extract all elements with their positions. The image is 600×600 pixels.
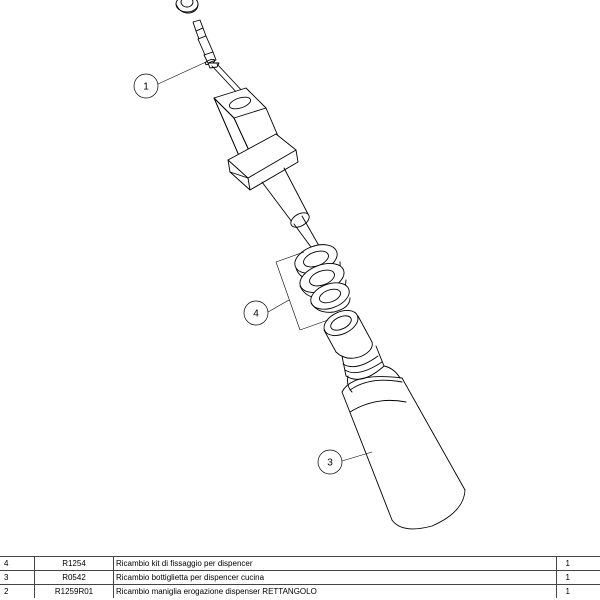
row-code: R0542	[34, 570, 114, 585]
row-quantity: 1	[556, 584, 600, 598]
row-position: 3	[0, 570, 35, 585]
row-description: Ricambio bottiglietta per dispencer cuci…	[113, 570, 557, 585]
row-position: 4	[0, 556, 35, 571]
callout-1	[133, 61, 207, 99]
callout-4	[243, 251, 329, 331]
row-code: R1259R01	[34, 584, 114, 598]
row-quantity: 1	[556, 570, 600, 585]
parts-list-table: 4 R1254 Ricambio kit di fissaggio per di…	[0, 556, 600, 598]
top-cap-part	[175, 0, 199, 14]
threaded-collar-part	[323, 310, 385, 380]
row-description: Ricambio maniglia erogazione dispenser R…	[113, 584, 557, 598]
callout-3	[317, 449, 373, 475]
callout-4-label: 4	[253, 309, 259, 320]
handle-sleeve-part	[213, 87, 299, 191]
parts-list-row: 2 R1259R01 Ricambio maniglia erogazione …	[0, 584, 600, 598]
row-description: Ricambio kit di fissaggio per dispencer	[113, 556, 557, 571]
row-position: 2	[0, 584, 35, 598]
fixing-ring-lower	[310, 282, 351, 313]
row-code: R1254	[34, 556, 114, 571]
row-quantity: 1	[556, 556, 600, 571]
callout-1-label: 1	[143, 82, 149, 93]
exploded-view-drawing: 1 4 3	[133, 0, 466, 530]
nozzle-part	[192, 19, 220, 69]
parts-list-row: 4 R1254 Ricambio kit di fissaggio per di…	[0, 556, 600, 571]
parts-list-row: 3 R0542 Ricambio bottiglietta per dispen…	[0, 570, 600, 585]
bottle-part	[341, 365, 466, 530]
callout-3-label: 3	[327, 458, 333, 469]
